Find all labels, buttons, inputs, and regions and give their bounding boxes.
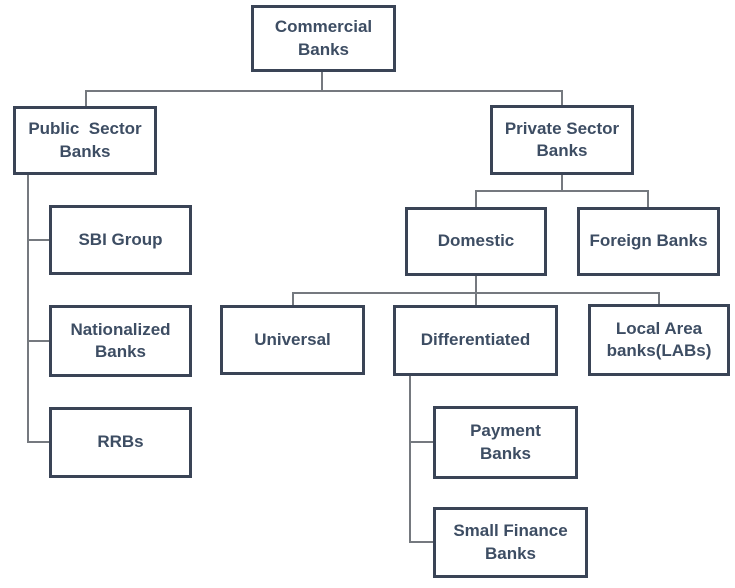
connector-commercial-stem — [321, 72, 323, 91]
connector-level2-bus — [475, 190, 649, 192]
connector-stub-rrbs — [27, 441, 49, 443]
connector-private-sector-stem — [561, 175, 563, 190]
node-foreign-banks: Foreign Banks — [577, 207, 720, 276]
connector-stub-nationalized — [27, 340, 49, 342]
connector-drop-domestic — [475, 190, 477, 207]
node-sbi-group: SBI Group — [49, 205, 192, 275]
node-small-finance-banks: Small Finance Banks — [433, 507, 588, 578]
connector-domestic-stem — [475, 276, 477, 292]
connector-drop-universal — [292, 292, 294, 305]
node-public-sector-banks: Public Sector Banks — [13, 106, 157, 175]
connector-drop-private-sector — [561, 90, 563, 105]
node-rrbs: RRBs — [49, 407, 192, 478]
node-differentiated: Differentiated — [393, 305, 558, 376]
connector-differentiated-stem — [409, 376, 411, 543]
connector-stub-payment-banks — [409, 441, 433, 443]
node-payment-banks: Payment Banks — [433, 406, 578, 479]
node-local-area-banks: Local Area banks(LABs) — [588, 304, 730, 376]
connector-drop-foreign-banks — [647, 190, 649, 207]
node-domestic: Domestic — [405, 207, 547, 276]
connector-public-sector-stem — [27, 175, 29, 443]
connector-drop-differentiated — [475, 292, 477, 305]
connector-drop-local-area — [658, 292, 660, 304]
connector-stub-small-finance — [409, 541, 433, 543]
node-private-sector-banks: Private Sector Banks — [490, 105, 634, 175]
node-universal: Universal — [220, 305, 365, 375]
connector-stub-sbi-group — [27, 239, 49, 241]
node-nationalized-banks: Nationalized Banks — [49, 305, 192, 377]
node-commercial-banks: Commercial Banks — [251, 5, 396, 72]
connector-level1-bus — [85, 90, 563, 92]
connector-drop-public-sector — [85, 90, 87, 106]
